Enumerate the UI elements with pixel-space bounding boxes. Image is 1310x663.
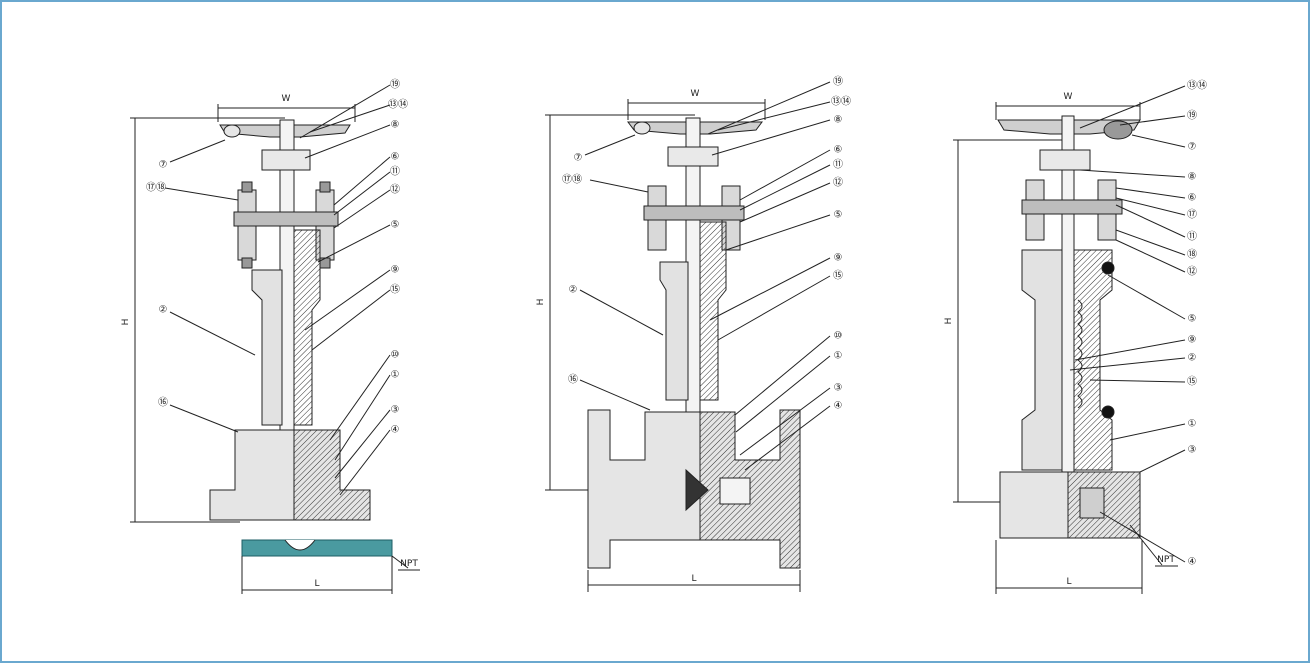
dim-l: L <box>691 574 696 584</box>
dim-l: L <box>1066 577 1071 587</box>
callout: ② <box>1188 353 1197 364</box>
callout: ⑩ <box>391 350 400 361</box>
dim-w: W <box>691 89 700 99</box>
dim-npt: NPT <box>400 559 418 569</box>
drawing-3-labels: W H L NPT ⑬⑭ ⑲ ⑦ ⑧ ⑥ ⑰ ⑪ ⑱ ⑫ ⑤ ⑨ ② ⑮ ① ③… <box>944 80 1207 588</box>
callout: ⑮ <box>1187 376 1197 388</box>
dim-h: H <box>944 318 954 325</box>
dim-h: H <box>121 319 131 326</box>
callout: ① <box>1188 419 1197 430</box>
valve-drawing-3 <box>953 85 1186 594</box>
callout: ⑬⑭ <box>831 96 851 108</box>
valve-drawing-1 <box>130 84 420 594</box>
callout: ⑧ <box>1188 172 1197 183</box>
callout: ⑨ <box>1188 335 1197 346</box>
drawing-1-labels: W H L NPT ⑲ ⑬⑭ ⑧ ⑥ ⑪ ⑫ ⑤ ⑨ ⑮ ⑩ ① ③ ④ ⑦ ⑰… <box>121 79 418 590</box>
callout: ⑲ <box>833 76 843 88</box>
callout: ⑮ <box>833 270 843 282</box>
callout: ⑥ <box>834 145 843 156</box>
callout: ④ <box>391 425 400 436</box>
callout: ⑫ <box>390 184 400 196</box>
callout: ⑯ <box>568 374 578 386</box>
callout: ① <box>834 351 843 362</box>
callout: ⑧ <box>391 120 400 131</box>
callout: ⑬⑭ <box>1187 80 1207 92</box>
callout: ④ <box>834 401 843 412</box>
callout: ⑨ <box>391 265 400 276</box>
callout: ⑰⑱ <box>562 174 582 186</box>
callout: ⑱ <box>1187 249 1197 261</box>
callout: ⑩ <box>834 331 843 342</box>
callout: ② <box>569 285 578 296</box>
callout: ⑥ <box>391 152 400 163</box>
callout: ⑤ <box>391 220 400 231</box>
callout: ⑬⑭ <box>388 99 408 111</box>
callout: ⑦ <box>574 153 583 164</box>
callout: ⑲ <box>1187 110 1197 122</box>
callout: ⑦ <box>159 160 168 171</box>
dim-l: L <box>314 579 319 589</box>
callout: ⑯ <box>158 397 168 409</box>
callout: ⑦ <box>1188 142 1197 153</box>
callout: ⑫ <box>1187 266 1197 278</box>
callout: ⑮ <box>390 284 400 296</box>
drawing-2-labels: W H L ⑲ ⑬⑭ ⑧ ⑥ ⑪ ⑫ ⑤ ⑨ ⑮ ⑩ ① ③ ④ ⑦ ⑰⑱ ② … <box>536 76 851 585</box>
callout: ⑨ <box>834 253 843 264</box>
callout: ① <box>391 370 400 381</box>
callout: ③ <box>1188 445 1197 456</box>
callout: ④ <box>1188 557 1197 568</box>
callout: ③ <box>834 383 843 394</box>
callout: ⑪ <box>1187 231 1197 243</box>
callout: ③ <box>391 405 400 416</box>
callout: ⑤ <box>1188 314 1197 325</box>
callout: ② <box>159 305 168 316</box>
callout: ⑧ <box>834 115 843 126</box>
callout: ⑲ <box>390 79 400 91</box>
valve-drawing-2 <box>545 81 831 592</box>
dim-h: H <box>536 299 546 306</box>
dim-w: W <box>282 94 291 104</box>
dim-npt: NPT <box>1157 555 1175 565</box>
callout: ⑰⑱ <box>146 182 166 194</box>
callout: ⑪ <box>833 159 843 171</box>
callout: ⑫ <box>833 177 843 189</box>
callout: ⑥ <box>1188 193 1197 204</box>
dim-w: W <box>1064 92 1073 102</box>
callout: ⑪ <box>390 166 400 178</box>
callout: ⑤ <box>834 210 843 221</box>
callout: ⑰ <box>1187 209 1197 221</box>
